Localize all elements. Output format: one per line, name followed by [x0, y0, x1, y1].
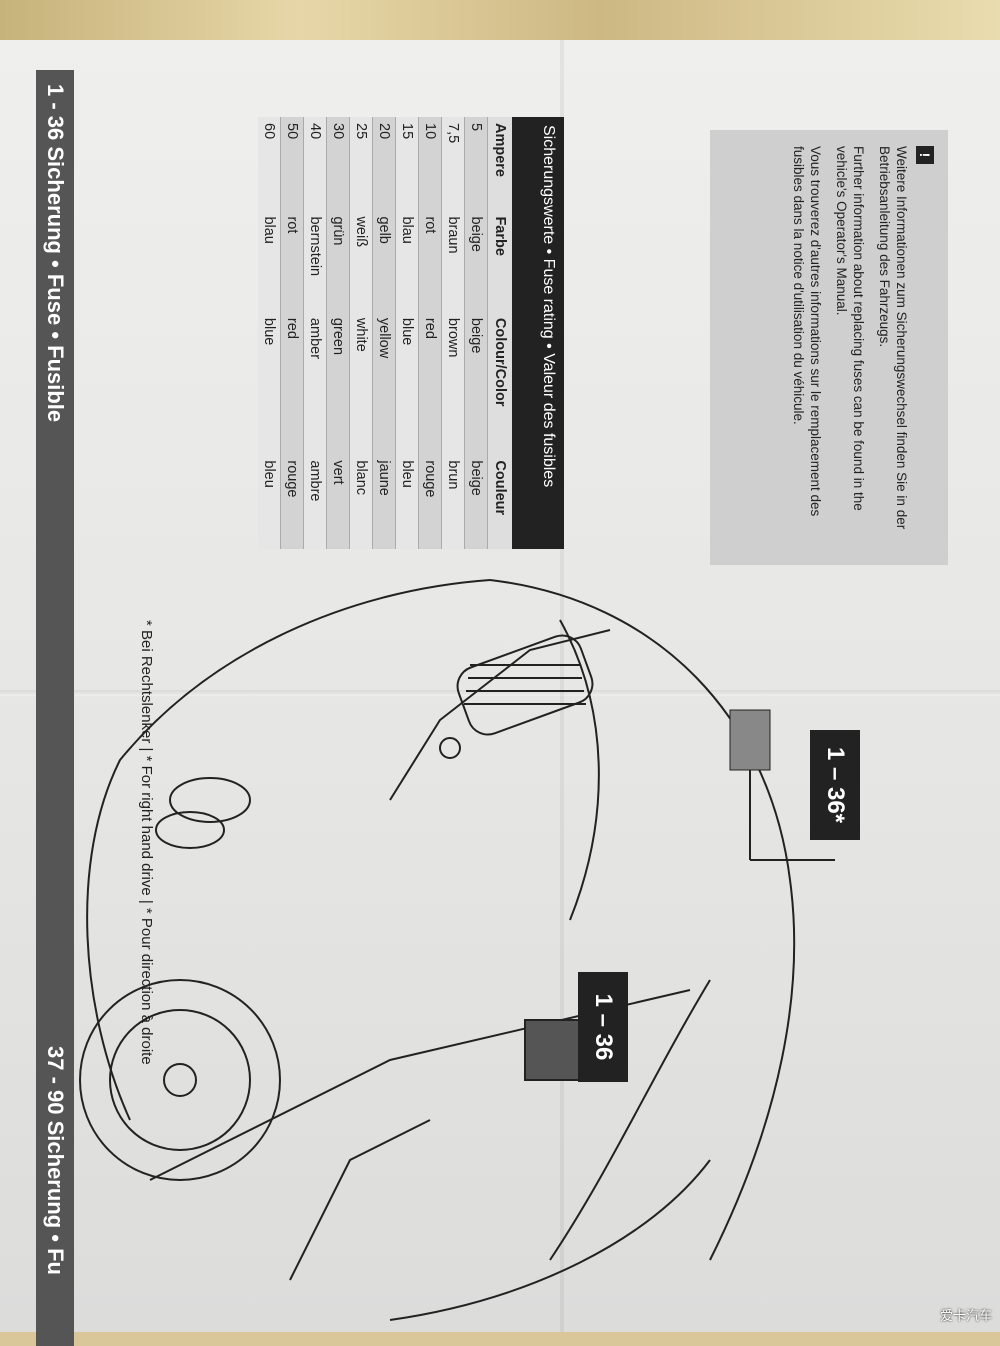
- cell: jaune: [372, 454, 396, 549]
- cell: 5: [464, 117, 488, 211]
- cell: blanc: [349, 454, 373, 549]
- notice-text-de: Weitere Informationen zum Sicherungswech…: [877, 146, 909, 530]
- car-body-outline: [86, 579, 491, 1121]
- watermark: 爱卡汽车: [939, 1309, 992, 1324]
- cell: bleu: [395, 454, 419, 549]
- table-title: Sicherungswerte • Fuse rating • Valeur d…: [510, 117, 564, 549]
- headlight: [155, 811, 225, 849]
- cell: beige: [464, 454, 488, 549]
- car-roofline: [489, 579, 796, 1261]
- car-illustration: [79, 579, 835, 1321]
- cell: brun: [441, 454, 465, 549]
- cell: 10: [418, 117, 442, 211]
- star-emblem-icon: [439, 737, 461, 759]
- cell: yellow: [372, 311, 396, 455]
- cell: 50: [280, 117, 304, 211]
- cell: blau: [395, 210, 419, 312]
- cell: rouge: [418, 454, 442, 549]
- callout-label-1-36-star: 1 – 36*: [810, 730, 860, 840]
- callout-label-1-36: 1 – 36: [578, 972, 628, 1082]
- cell: 60: [258, 117, 281, 211]
- cell: amber: [303, 311, 327, 455]
- paper-fold: [0, 690, 1000, 696]
- cell: 40: [303, 117, 327, 211]
- info-notice: ! Weitere Informationen zum Sicherungswe…: [710, 130, 948, 565]
- header-farbe: Farbe: [487, 210, 512, 312]
- cell: red: [280, 311, 304, 455]
- cell: 30: [326, 117, 350, 211]
- cell: rot: [280, 210, 304, 312]
- wiper: [289, 1119, 431, 1281]
- cell: 15: [395, 117, 419, 211]
- windscreen-edge: [549, 979, 711, 1261]
- fuse-box-front: [729, 709, 771, 771]
- front-wheel: [79, 979, 281, 1181]
- car-grille: [456, 634, 594, 736]
- header-ampere: Ampere: [487, 117, 512, 211]
- headlight: [169, 777, 251, 823]
- cell: ambre: [303, 454, 327, 549]
- cell: 25: [349, 117, 373, 211]
- cell: 20: [372, 117, 396, 211]
- cell: beige: [464, 210, 488, 312]
- cell: gelb: [372, 210, 396, 312]
- wheel-rim: [109, 1009, 251, 1151]
- notice-text-fr: Vous trouverez d'autres informations sur…: [791, 146, 823, 517]
- cell: blue: [395, 311, 419, 455]
- cell: beige: [464, 311, 488, 455]
- cell: rouge: [280, 454, 304, 549]
- paper-fold-vertical: [560, 40, 564, 1332]
- car-grille-edge: [389, 629, 611, 801]
- cell: red: [418, 311, 442, 455]
- section-bar-37-90: 37 - 90 Sicherung • Fu: [36, 1032, 74, 1346]
- cell: blue: [258, 311, 281, 455]
- wheel-hub: [163, 1063, 197, 1097]
- header-colour: Colour/Color: [487, 311, 512, 455]
- cell: blau: [258, 210, 281, 312]
- cell: weiß: [349, 210, 373, 312]
- door-line: [389, 1159, 711, 1321]
- cell: braun: [441, 210, 465, 312]
- cell: bernstein: [303, 210, 327, 312]
- footnote: * Bei Rechtslenker | * For right hand dr…: [138, 620, 155, 1065]
- cell: 7,5: [441, 117, 465, 211]
- cell: grün: [326, 210, 350, 312]
- header-couleur: Couleur: [487, 454, 512, 549]
- table-header-row: Ampere Farbe Colour/Color Couleur: [487, 117, 512, 549]
- cell: brown: [441, 311, 465, 455]
- cell: white: [349, 311, 373, 455]
- cell: bleu: [258, 454, 281, 549]
- warning-icon: !: [916, 146, 934, 164]
- cell: vert: [326, 454, 350, 549]
- cell: green: [326, 311, 350, 455]
- car-hood-edge: [559, 619, 600, 921]
- notice-text-en: Further information about replacing fuse…: [834, 146, 866, 511]
- cell: rot: [418, 210, 442, 312]
- fuse-box-rear: [524, 1019, 586, 1081]
